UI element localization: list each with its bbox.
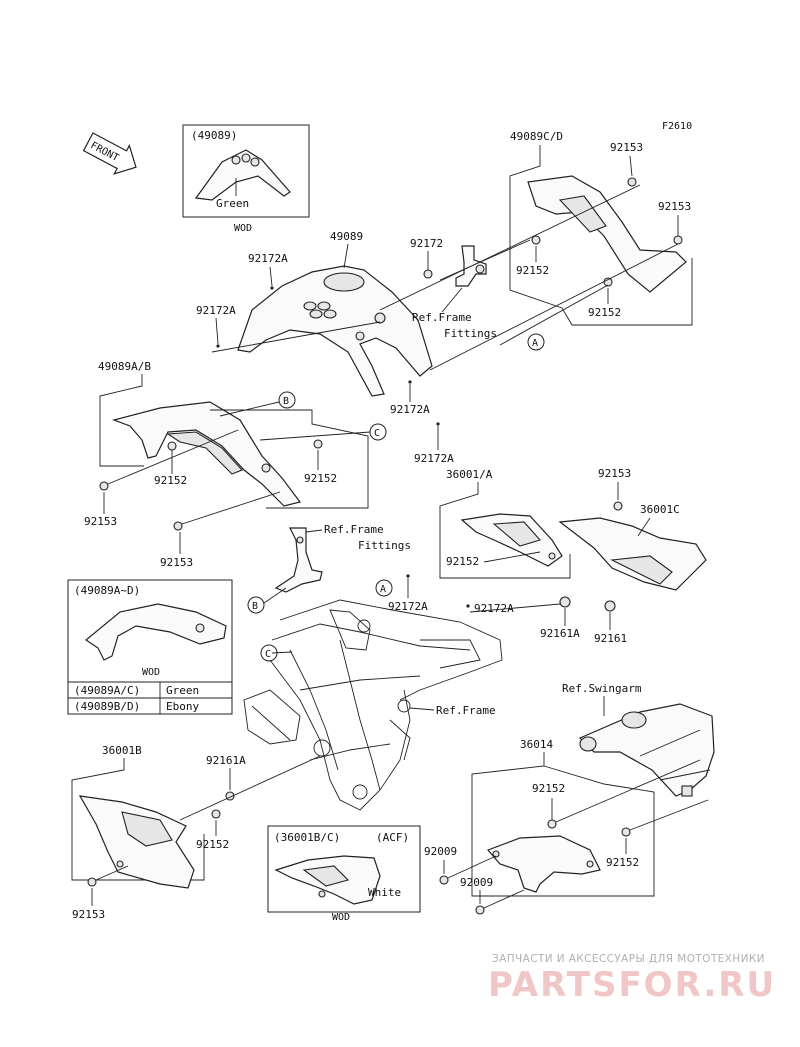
- color-table-code-1: (49089B/D): [74, 700, 140, 713]
- label-92153-c: 92153: [84, 515, 117, 528]
- inset-36001bc-color: White: [368, 886, 401, 899]
- watermark-tagline: ЗАПЧАСТИ И АКСЕССУАРЫ ДЛЯ МОТОТЕХНИКИ: [492, 953, 765, 965]
- side-cover-49089ab: [112, 401, 302, 507]
- color-table-color-0: Green: [166, 684, 199, 697]
- label-92152-d: 92152: [304, 472, 337, 485]
- color-table: (49089A/C) Green (49089B/D) Ebony: [67, 681, 233, 715]
- callout-b-top-label: B: [283, 396, 289, 407]
- chain-cover-36014: [486, 835, 601, 893]
- label-92172: 92172: [410, 237, 443, 250]
- label-92172a-1: 92172A: [248, 252, 288, 265]
- inset-36001bc-variant: WOD: [332, 912, 350, 923]
- label-36001c: 36001C: [640, 503, 680, 516]
- watermark-brand: PARTSFOR.RU: [488, 965, 776, 1005]
- label-92153-d: 92153: [160, 556, 193, 569]
- side-cover-49089cd: [527, 175, 687, 293]
- label-36001a: 36001/A: [446, 468, 493, 481]
- ref-frame-fittings-top-2: Fittings: [444, 327, 497, 340]
- inset-49089ad-part: [84, 603, 227, 661]
- callout-a-top: [527, 333, 545, 351]
- inset-36001bc-code: (36001B/C): [274, 831, 340, 844]
- figure-id: F2610: [662, 121, 692, 132]
- label-92153-e: 92153: [598, 467, 631, 480]
- label-92172a-6: 92172A: [474, 602, 514, 615]
- side-cover-36001a: [460, 513, 563, 567]
- label-92153-b: 92153: [658, 200, 691, 213]
- ref-swingarm-label: Ref.Swingarm: [562, 682, 642, 695]
- callout-c-mid-label: C: [265, 649, 271, 660]
- inset-49089ad-variant: WOD: [142, 667, 160, 678]
- callout-b-top: [278, 391, 296, 409]
- label-92172a-4: 92172A: [414, 452, 454, 465]
- callout-a-mid: [375, 579, 393, 597]
- motorcycle-frame: [243, 599, 503, 811]
- label-92161a-top: 92161A: [540, 627, 580, 640]
- callout-c-top-label: C: [374, 428, 380, 439]
- inset-36001bc-market: (ACF): [376, 831, 409, 844]
- inset-49089-variant: WOD: [234, 223, 252, 234]
- label-92172a-2: 92172A: [196, 304, 236, 317]
- label-92161a-bottom: 92161A: [206, 754, 246, 767]
- callout-a-mid-label: A: [380, 584, 386, 595]
- ref-frame-fittings-mid-1: Ref.Frame: [324, 523, 384, 536]
- label-92009-b: 92009: [460, 876, 493, 889]
- color-table-code-0: (49089A/C): [74, 684, 140, 697]
- inset-36001bc-part: [274, 855, 381, 905]
- callout-b-mid: [247, 596, 265, 614]
- label-92009-a: 92009: [424, 845, 457, 858]
- label-36014: 36014: [520, 738, 553, 751]
- inset-49089-code: (49089): [191, 129, 237, 142]
- front-arrow-icon: FRONT: [82, 132, 137, 175]
- label-92152-f: 92152: [532, 782, 565, 795]
- ref-frame-fittings-top-1: Ref.Frame: [412, 311, 472, 324]
- inset-49089ad-code: (49089A~D): [74, 584, 140, 597]
- label-92152-b: 92152: [588, 306, 621, 319]
- ref-frame-fittings-mid-2: Fittings: [358, 539, 411, 552]
- label-49089: 49089: [330, 230, 363, 243]
- label-92152-c: 92152: [154, 474, 187, 487]
- label-92152-a: 92152: [516, 264, 549, 277]
- inset-49089-box: [182, 124, 310, 218]
- label-49089cd: 49089C/D: [510, 130, 563, 143]
- label-92152-h: 92152: [196, 838, 229, 851]
- label-92152-e: 92152: [446, 555, 479, 568]
- label-92153-f: 92153: [72, 908, 105, 921]
- label-92172a-3: 92172A: [390, 403, 430, 416]
- tank-cover-49089: [237, 265, 433, 397]
- callout-a-top-label: A: [532, 338, 538, 349]
- label-49089ab: 49089A/B: [98, 360, 151, 373]
- inset-49089-part: [194, 149, 291, 201]
- frame-fitting-bracket-mid: [274, 527, 323, 593]
- inset-49089-color: Green: [216, 197, 249, 210]
- label-92153-a: 92153: [610, 141, 643, 154]
- label-92161: 92161: [594, 632, 627, 645]
- callout-b-mid-label: B: [252, 601, 258, 612]
- ref-frame-label: Ref.Frame: [436, 704, 496, 717]
- label-36001b: 36001B: [102, 744, 142, 757]
- swingarm: [578, 703, 715, 797]
- label-92172a-5: 92172A: [388, 600, 428, 613]
- side-cover-36001c: [558, 517, 707, 591]
- color-table-color-1: Ebony: [166, 700, 199, 713]
- label-92152-g: 92152: [606, 856, 639, 869]
- side-cover-36001b: [78, 795, 195, 889]
- inset-36001bc-box: [267, 825, 421, 913]
